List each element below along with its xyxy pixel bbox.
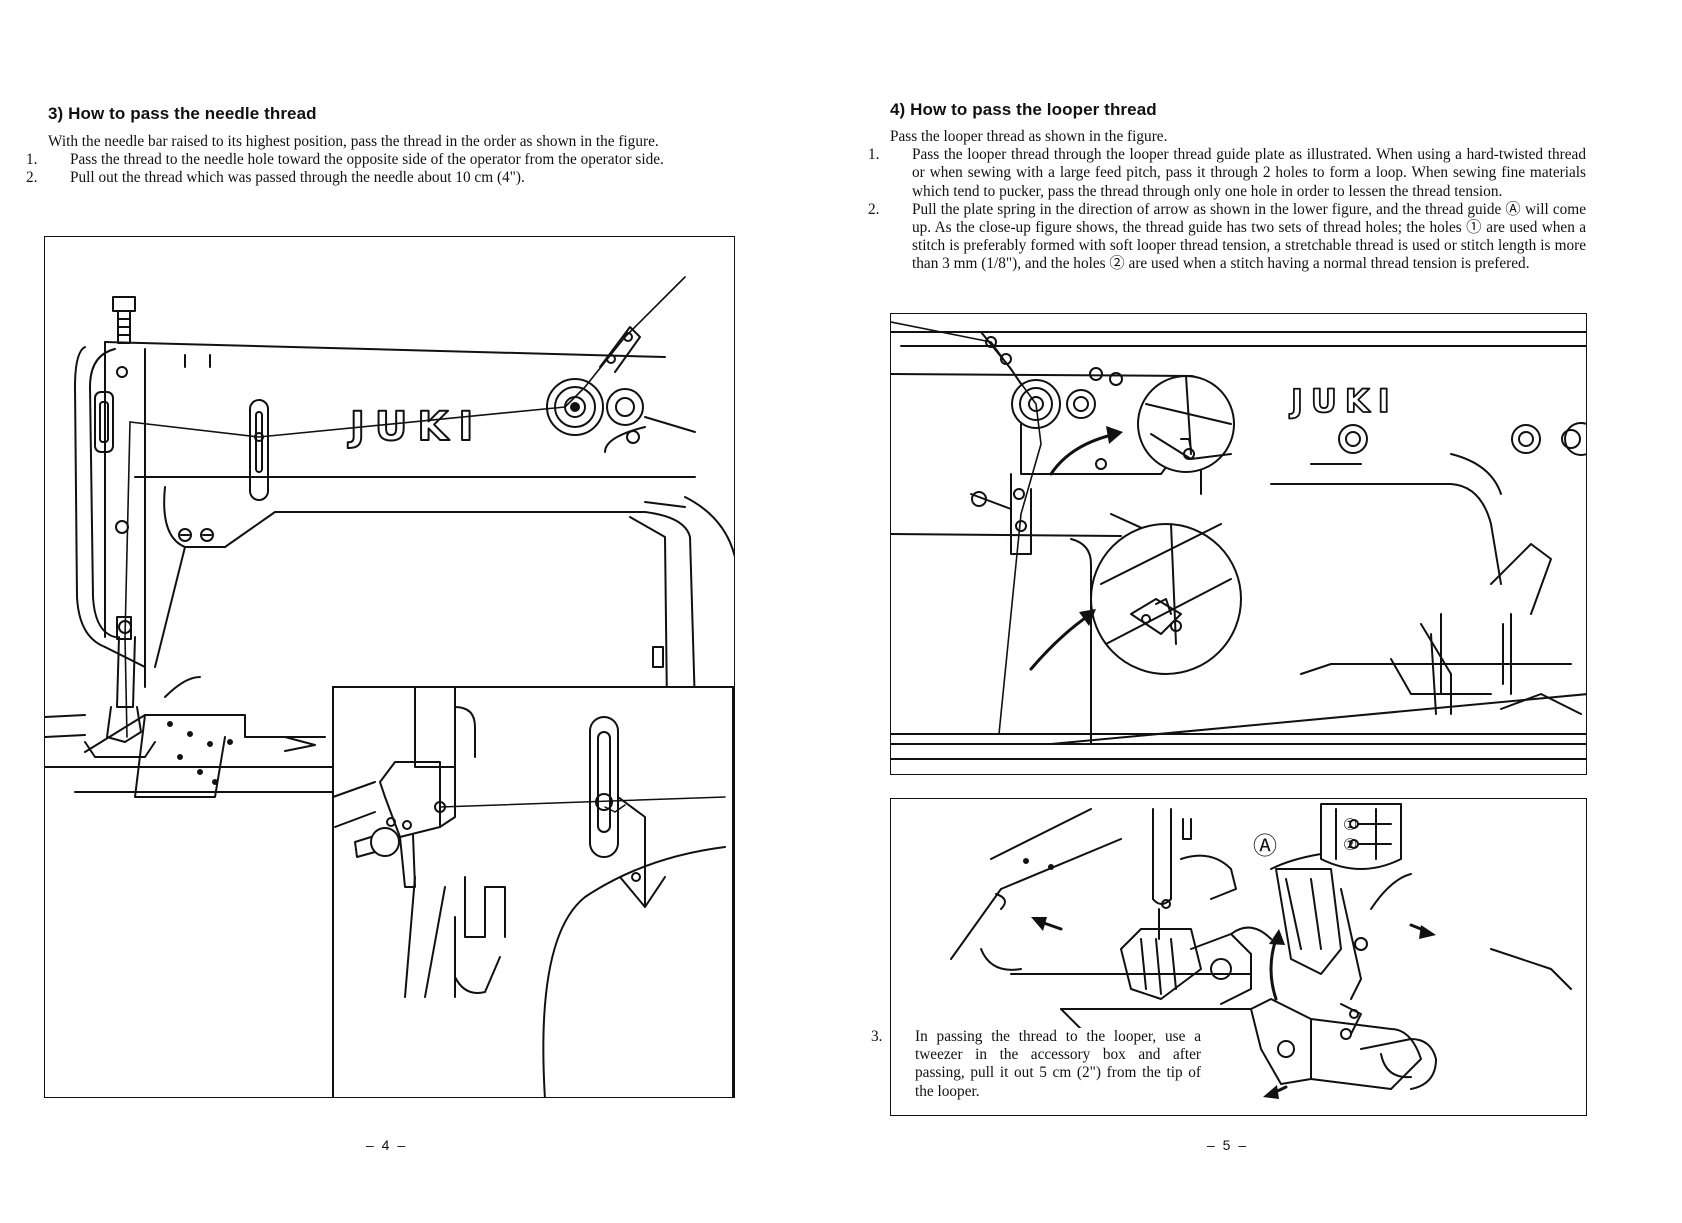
looper-thread-instructions: Pass the looper thread as shown in the f… [868,128,1586,274]
needle-guide-closeup-inset [332,686,734,1097]
looper-guide-plate-figure: JUKI [890,313,1587,775]
left-page: 3) How to pass the needle thread With th… [26,104,745,1153]
thread-guide-hole-1-label: ① [1343,815,1357,834]
page-number-left: – 4 – [366,1137,408,1153]
looper-thread-guide-illustration: ① ② Ⓐ [950,803,1572,1099]
looper-thread-intro: Pass the looper thread as shown in the f… [890,128,1168,145]
needle-area-right [1390,613,1582,715]
thread-guide-a-label: Ⓐ [1253,832,1277,860]
needle-thread-illustration: JUKI [45,276,734,1097]
machine-brand-label-right: JUKI [1289,382,1398,420]
page-number-right: – 5 – [1207,1137,1249,1153]
needle-thread-step-1: 1.Pass the thread to the needle hole tow… [26,151,664,169]
machine-arm [74,341,734,708]
needle-bar-lower [1120,808,1272,1005]
looper-mechanism [1250,868,1437,1090]
guide-plate-closeup-upper [1137,375,1235,473]
needle-thread-path [124,276,686,738]
needle-plate-and-bed [74,714,336,798]
face-plate [94,366,214,542]
needle-thread-figure: JUKI [44,236,735,1098]
arm-thread-guide [249,399,269,501]
section-heading-looper-thread: 4) How to pass the looper thread [890,100,1157,119]
looper-guide-plate-illustration: JUKI [891,321,1586,760]
needle-thread-instructions: With the needle bar raised to its highes… [26,133,745,188]
guide-plate-closeup-lower [1090,523,1242,675]
needle-bar-and-presser-foot [45,616,336,768]
looper-thread-step-1: 1.Pass the looper thread through the loo… [868,146,1586,200]
machine-arm-right-view [891,331,1586,760]
thread-tension-assembly [546,326,644,444]
direction-arrows [1031,917,1436,1099]
right-page: 4) How to pass the looper thread Pass th… [841,0,1682,1223]
looper-thread-step-3: 3.In passing the thread to the looper, u… [871,1028,1201,1101]
needle-guide-closeup [332,686,734,1097]
looper-thread-path [891,321,1042,735]
section-heading-needle-thread: 3) How to pass the needle thread [48,104,317,123]
pressure-screw [112,296,136,344]
thread-guide-closeup-inset [1270,803,1402,870]
arrow-head-upper [1106,426,1123,444]
needle-thread-intro: With the needle bar raised to its highes… [48,133,659,150]
looper-thread-step-2: 2.Pull the plate spring in the direction… [868,200,1586,273]
needle-thread-step-2: 2.Pull out the thread which was passed t… [26,169,525,187]
thread-guide-hole-2-label: ② [1343,835,1357,854]
arrow-head-lower [1079,609,1096,626]
